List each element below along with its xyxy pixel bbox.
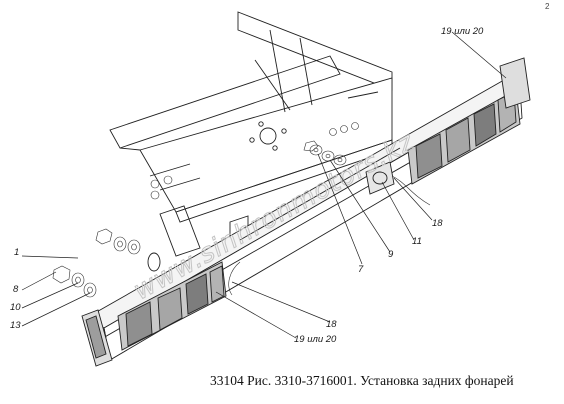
corner-mark: 2 — [545, 2, 550, 11]
wiring-connector — [228, 161, 431, 296]
callout-7: 7 — [358, 264, 364, 275]
callout-19-or-20-bottom: 19 или 20 — [294, 334, 337, 345]
frame-bolts — [150, 122, 359, 200]
callout-13: 13 — [10, 320, 21, 331]
callout-8: 8 — [13, 284, 19, 295]
callout-18-top: 18 — [432, 218, 443, 229]
callout-9: 9 — [388, 249, 394, 260]
figure-caption: 33104 Рис. 3310-3716001. Установка задни… — [210, 373, 514, 388]
callout-11: 11 — [412, 236, 422, 247]
washers-center — [303, 140, 347, 166]
callout-19-or-20-top: 19 или 20 — [441, 26, 484, 37]
callout-10: 10 — [10, 302, 21, 313]
left-rear-lamp — [81, 261, 227, 367]
leader-lines — [21, 31, 507, 339]
callout-18-bottom: 18 — [326, 319, 337, 330]
right-rear-lamp — [407, 57, 531, 185]
callout-labels: 1 8 10 13 7 9 11 18 19 или 20 18 19 или … — [10, 26, 484, 345]
callout-1: 1 — [14, 247, 19, 258]
exploded-fasteners — [52, 228, 141, 298]
